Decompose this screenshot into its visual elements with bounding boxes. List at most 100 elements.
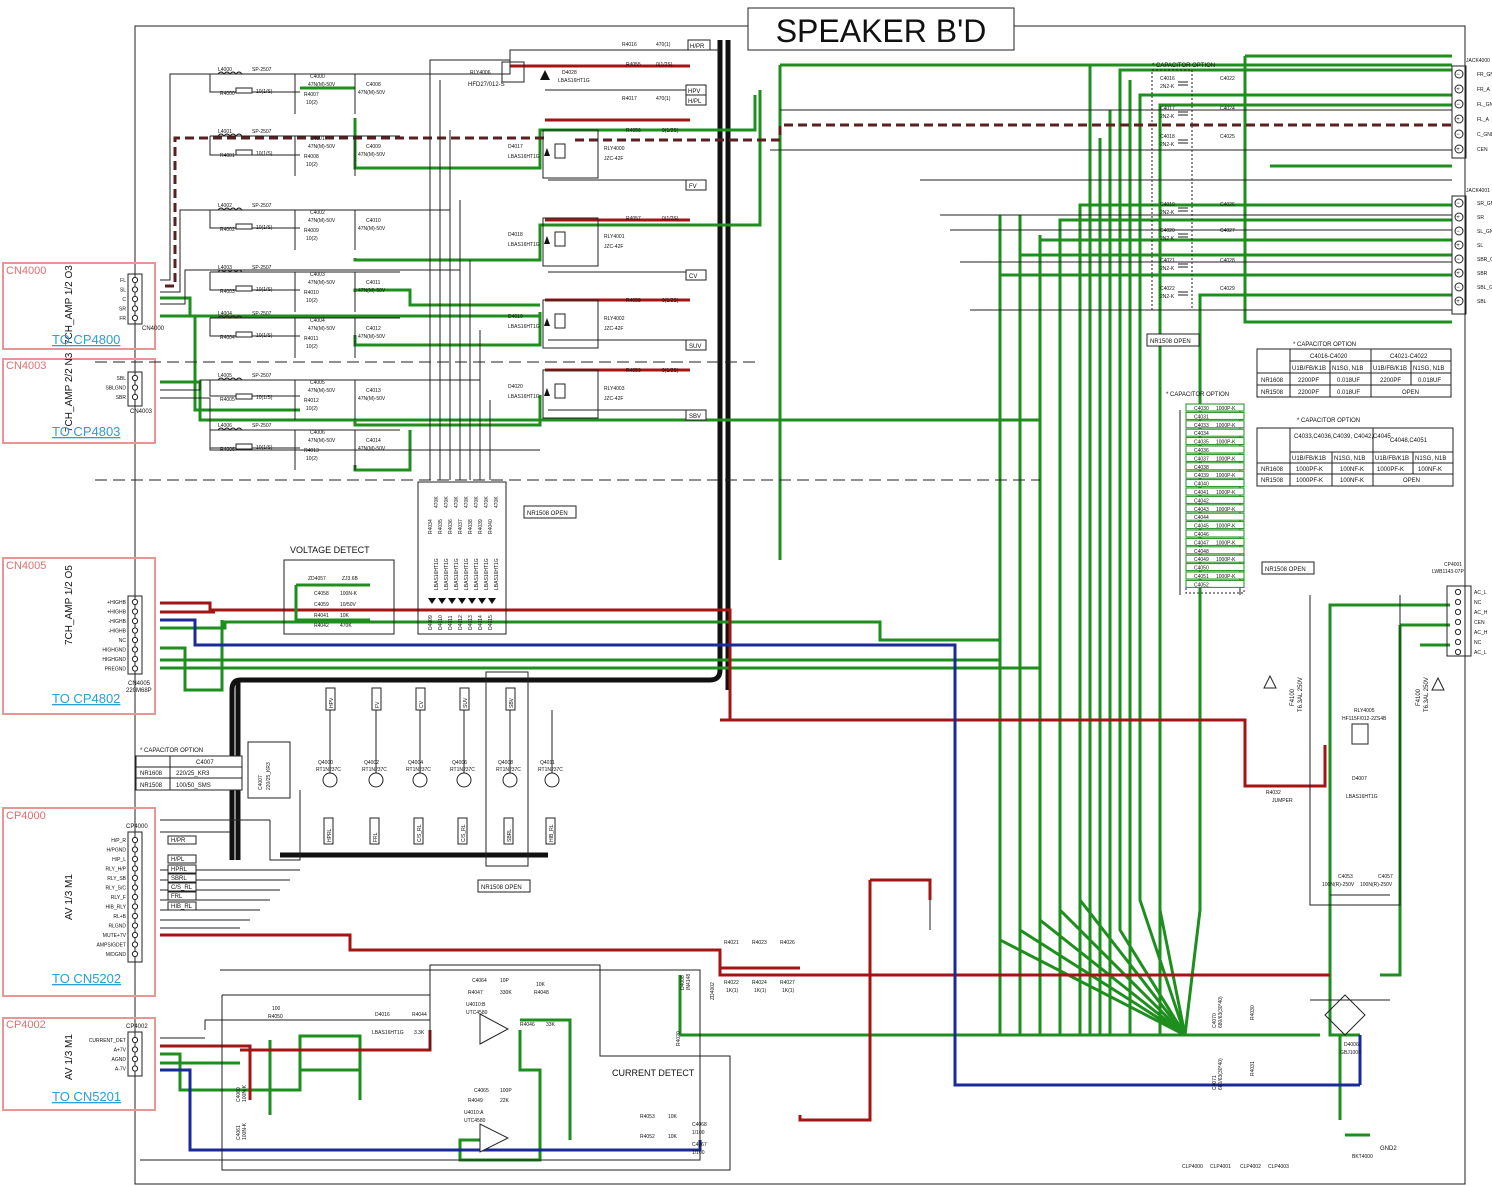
cp4000-link[interactable]: TO CN5202	[52, 971, 121, 986]
cap2-val: 47N(M)-50V	[358, 288, 386, 294]
out-label-box	[503, 817, 514, 845]
cap-ref: C4036	[1194, 448, 1209, 454]
connector-pin-label: SBR	[116, 395, 127, 401]
connector-pin	[131, 836, 139, 844]
relay-coil-icon	[554, 383, 566, 399]
connector-pin	[131, 1055, 139, 1063]
resistor-val: 10(1/S)	[256, 333, 273, 339]
cap-val: 47N(M)-50V	[308, 280, 336, 286]
cap-ref: C4043	[1194, 507, 1209, 513]
cap-val: 1000P-K	[1216, 557, 1236, 563]
title-box	[747, 7, 1015, 51]
cap-bank2-row: C4036	[1185, 445, 1245, 454]
t1-r2-a: NR1508	[1261, 390, 1284, 396]
resistor-symbol	[235, 393, 253, 400]
cp4000-net-label: HIB_RL	[171, 904, 193, 910]
connector-pin	[131, 608, 139, 615]
res2-val: 10(2)	[306, 236, 318, 242]
connector-pin-label: SR	[119, 307, 126, 313]
cap-val: 47N(M)-50V	[308, 326, 336, 332]
jack-terminal	[1454, 198, 1464, 208]
current-detect-title: CURRENT DETECT	[612, 1068, 695, 1078]
gnd2-label: GND2	[1380, 1146, 1397, 1152]
cap-bank2-row: C4044	[1185, 512, 1245, 521]
resistor-val: 10(1/S)	[256, 151, 273, 157]
inductor-ref: L4005	[218, 373, 232, 379]
relay-res-val: 0(1/2S)	[662, 298, 679, 304]
jack-pin-label: SBR_GND	[1477, 257, 1492, 263]
r4044-ref: R4044	[412, 1012, 427, 1018]
connector-pin-label: +HIGHB	[107, 600, 126, 606]
vd-diode-ref: D4014	[478, 615, 484, 630]
transistor-part: RT1N237C	[316, 767, 341, 773]
connector-cp4000: CP4000 AV 1/3 M1 TO CN5202 CP4000	[2, 807, 156, 997]
net-label: SUV	[463, 697, 469, 708]
c4059-ref: C4059	[314, 602, 329, 608]
res2-ref: R4011	[304, 336, 319, 342]
vd-res-ref: R4036	[448, 519, 454, 534]
ac-pin	[1454, 608, 1462, 616]
transistor-ref: Q4011	[540, 760, 555, 766]
vd-res-val: 470K	[454, 496, 460, 508]
jack4001-ref: JACK4001	[1466, 188, 1490, 194]
r4031-ref: R4031	[1250, 1061, 1256, 1076]
t1-h2-d: N1SG, N1B	[1413, 366, 1444, 372]
d4028-part: LBAS16HT1G	[558, 78, 590, 84]
connector-pin	[131, 865, 139, 872]
clp4002: CLP4002	[1240, 1164, 1261, 1170]
r4048-val: 10K	[536, 982, 546, 988]
cp4000-net-label: H/PR	[171, 838, 186, 844]
r4024-val: 1K(1)	[754, 988, 767, 994]
cn4005-part2: 220M68P	[126, 688, 152, 694]
diode-part: LBAS16HT1G	[508, 324, 540, 330]
transistor-icon	[322, 772, 338, 788]
resistor-val: 10(1/S)	[256, 89, 273, 95]
cap-ref: C4001	[310, 136, 325, 142]
vd-diode-ref: D4010	[438, 615, 444, 630]
c4068-ref: C4068	[692, 1122, 707, 1128]
jack-pin-label: SL_GND	[1477, 229, 1492, 235]
diode-icon	[544, 388, 550, 396]
connector-pin-label: CURRENT_DET	[89, 1038, 126, 1044]
cp4000-net-box	[167, 882, 197, 892]
cap-bank2-row: C4038	[1185, 462, 1245, 471]
jack-terminal-sign: +	[1456, 215, 1460, 221]
d4008-ref: D4008	[680, 975, 686, 990]
cn4005-desc: 7CH_AMP 1/2 O5	[64, 565, 75, 645]
cn4003-link[interactable]: TO CP4803	[52, 424, 120, 439]
connector-pin-label: FL	[120, 278, 126, 284]
diode-icon	[468, 598, 476, 604]
net-label: SUV	[689, 344, 701, 350]
t2-r1-d: 1000PF-K	[1377, 467, 1404, 473]
cap-cell	[1185, 420, 1245, 429]
jack-terminal-sign: −	[1456, 102, 1460, 108]
cp4002-box	[2, 1017, 156, 1111]
relay-ref: RLY4001	[604, 234, 625, 240]
cap-ref: C4049	[1194, 557, 1209, 563]
relay-res-ref: R4056	[626, 128, 641, 134]
fuse1-ref: F4100	[1290, 688, 1296, 706]
cap-val: 1000P-K	[1216, 490, 1236, 496]
cap-ref: C4048	[1194, 549, 1209, 555]
c4007-table-title: * CAPACITOR OPTION	[140, 748, 203, 754]
diode-ref: D4020	[508, 384, 523, 390]
cap-ref-2: C4029	[1220, 286, 1235, 292]
cn4000-link[interactable]: TO CP4800	[52, 332, 120, 347]
jack-pin-label: FR_A	[1477, 87, 1490, 93]
cp4002-link[interactable]: TO CN5201	[52, 1089, 121, 1104]
cap-val: 2N2-K	[1160, 236, 1175, 242]
cn4005-link[interactable]: TO CP4802	[52, 691, 120, 706]
c4065-ref: C4065	[474, 1088, 489, 1094]
resistor-symbol	[235, 331, 253, 338]
jack-terminal	[1454, 69, 1464, 79]
res2-ref: R4009	[304, 228, 319, 234]
ac-pin-label: AC_L	[1474, 590, 1487, 596]
